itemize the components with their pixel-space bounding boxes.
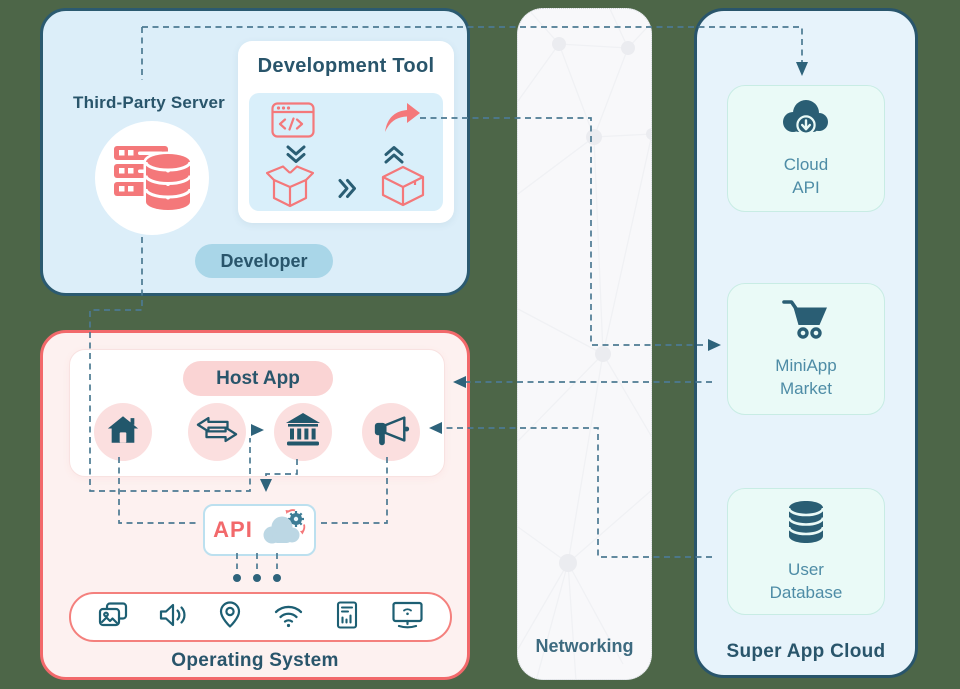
closed-box-icon	[379, 165, 427, 212]
operating-system-zone: Host App	[40, 330, 470, 680]
api-bridge-node: API	[203, 504, 316, 556]
host-feature-megaphone	[362, 403, 420, 461]
location-pin-icon	[216, 600, 244, 634]
os-capabilities-bar	[69, 592, 452, 642]
third-party-server-label: Third-Party Server	[73, 93, 225, 112]
host-feature-transfer	[188, 403, 246, 461]
development-tool-card: Development Tool	[238, 41, 454, 223]
user-database-label: User Database	[769, 559, 843, 602]
networking-label: Networking	[535, 636, 634, 656]
open-box-icon	[265, 163, 315, 214]
database-icon	[785, 499, 827, 550]
shopping-cart-icon	[782, 298, 830, 346]
development-tool-title: Development Tool	[257, 55, 435, 77]
api-label: API	[213, 517, 253, 542]
double-chevron-right-icon	[337, 177, 356, 205]
network-mesh-pattern	[518, 9, 651, 679]
cloud-download-icon	[779, 98, 833, 145]
browser-code-icon	[271, 102, 315, 143]
double-chevron-up-icon	[383, 145, 405, 169]
share-arrow-icon	[381, 102, 421, 139]
wifi-icon	[273, 601, 304, 633]
gear	[287, 511, 304, 527]
transfer-arrows-icon	[196, 415, 238, 449]
host-app-card: Host App	[69, 349, 445, 477]
smart-tv-icon	[391, 600, 424, 634]
development-tool-panel	[249, 93, 443, 211]
user-database-node: User Database	[727, 488, 885, 615]
third-party-server-node	[95, 121, 209, 235]
speaker-icon	[158, 601, 188, 634]
host-feature-home	[94, 403, 152, 461]
developer-zone: Third-Party Server	[40, 8, 470, 296]
networking-zone: Networking	[517, 8, 652, 680]
double-chevron-down-icon	[285, 145, 307, 169]
cloud-gear-icon	[260, 509, 306, 551]
super-app-cloud-label: Super App Cloud	[726, 641, 886, 662]
home-icon	[106, 414, 140, 450]
bank-icon	[285, 413, 321, 451]
miniapp-market-node: MiniApp Market	[727, 283, 885, 415]
cloud-api-label: Cloud API	[783, 154, 829, 197]
miniapp-market-label: MiniApp Market	[775, 355, 837, 398]
operating-system-label: Operating System	[171, 650, 339, 671]
server-database-icon	[112, 136, 193, 221]
developer-badge: Developer	[195, 244, 333, 278]
report-icon	[332, 600, 362, 634]
developer-badge-label: Developer	[220, 250, 308, 271]
cloud-api-node: Cloud API	[727, 85, 885, 212]
megaphone-icon	[372, 413, 410, 452]
host-app-label: Host App	[216, 367, 300, 389]
host-app-pill: Host App	[183, 361, 333, 396]
super-app-cloud-zone: Cloud API MiniApp Market	[694, 8, 918, 678]
photos-icon	[97, 601, 129, 634]
host-feature-bank	[274, 403, 332, 461]
